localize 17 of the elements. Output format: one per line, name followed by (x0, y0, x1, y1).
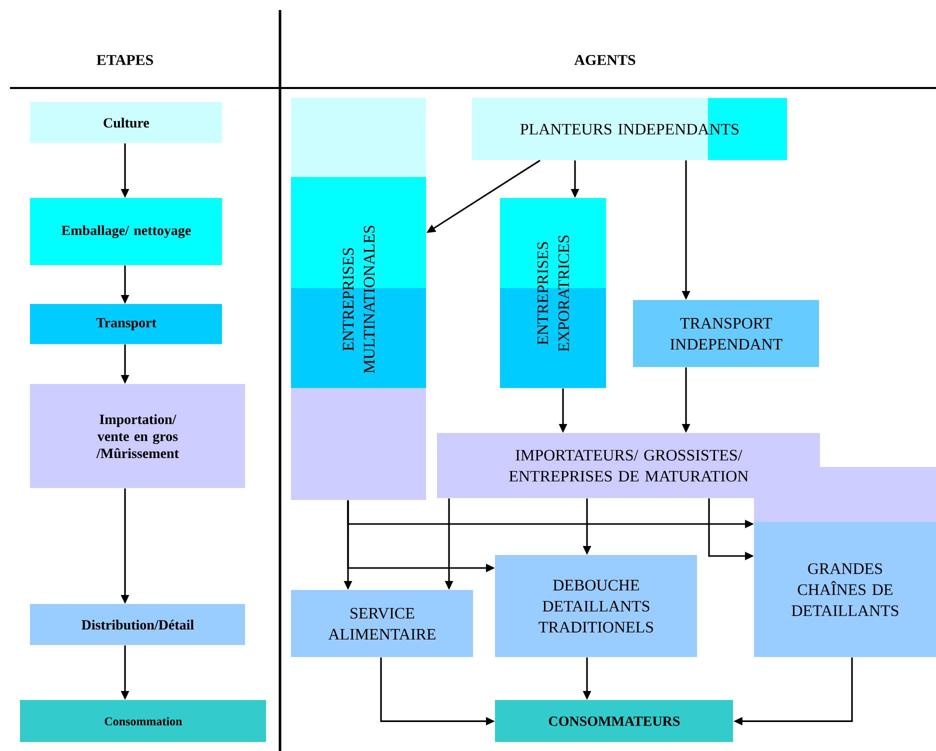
agent-box: SERVICE ALIMENTAIRE (291, 590, 473, 657)
agent-box: DEBOUCHE DETAILLANTS TRADITIONELS (495, 555, 697, 657)
agent-box: IMPORTATEURS/ GROSSISTES/ ENTREPRISES DE MATURATION (437, 433, 936, 522)
stage-box: Emballage/ nettoyage (30, 198, 222, 265)
node-label: ENTREPRISES MULTINATIONALES (342, 226, 375, 374)
stage-box: Importation/ vente en gros /Mûrissement (30, 384, 245, 488)
stage-box: Culture (30, 102, 222, 143)
agent-box: CONSOMMATEURS (495, 700, 733, 742)
stage-box: Transport (30, 304, 222, 344)
column-heading: AGENTS (574, 54, 636, 66)
stage-box: Consommation (20, 700, 266, 742)
agent-box: GRANDES CHAÎNES DE DETAILLANTS (754, 522, 936, 657)
agent-box: ENTREPRISES EXPORATRICES (500, 198, 606, 388)
agent-box: ENTREPRISES MULTINATIONALES (291, 98, 426, 500)
stage-box: Distribution/Détail (30, 604, 245, 645)
column-heading: ETAPES (96, 54, 153, 66)
agent-box: TRANSPORT INDEPENDANT (633, 300, 819, 367)
